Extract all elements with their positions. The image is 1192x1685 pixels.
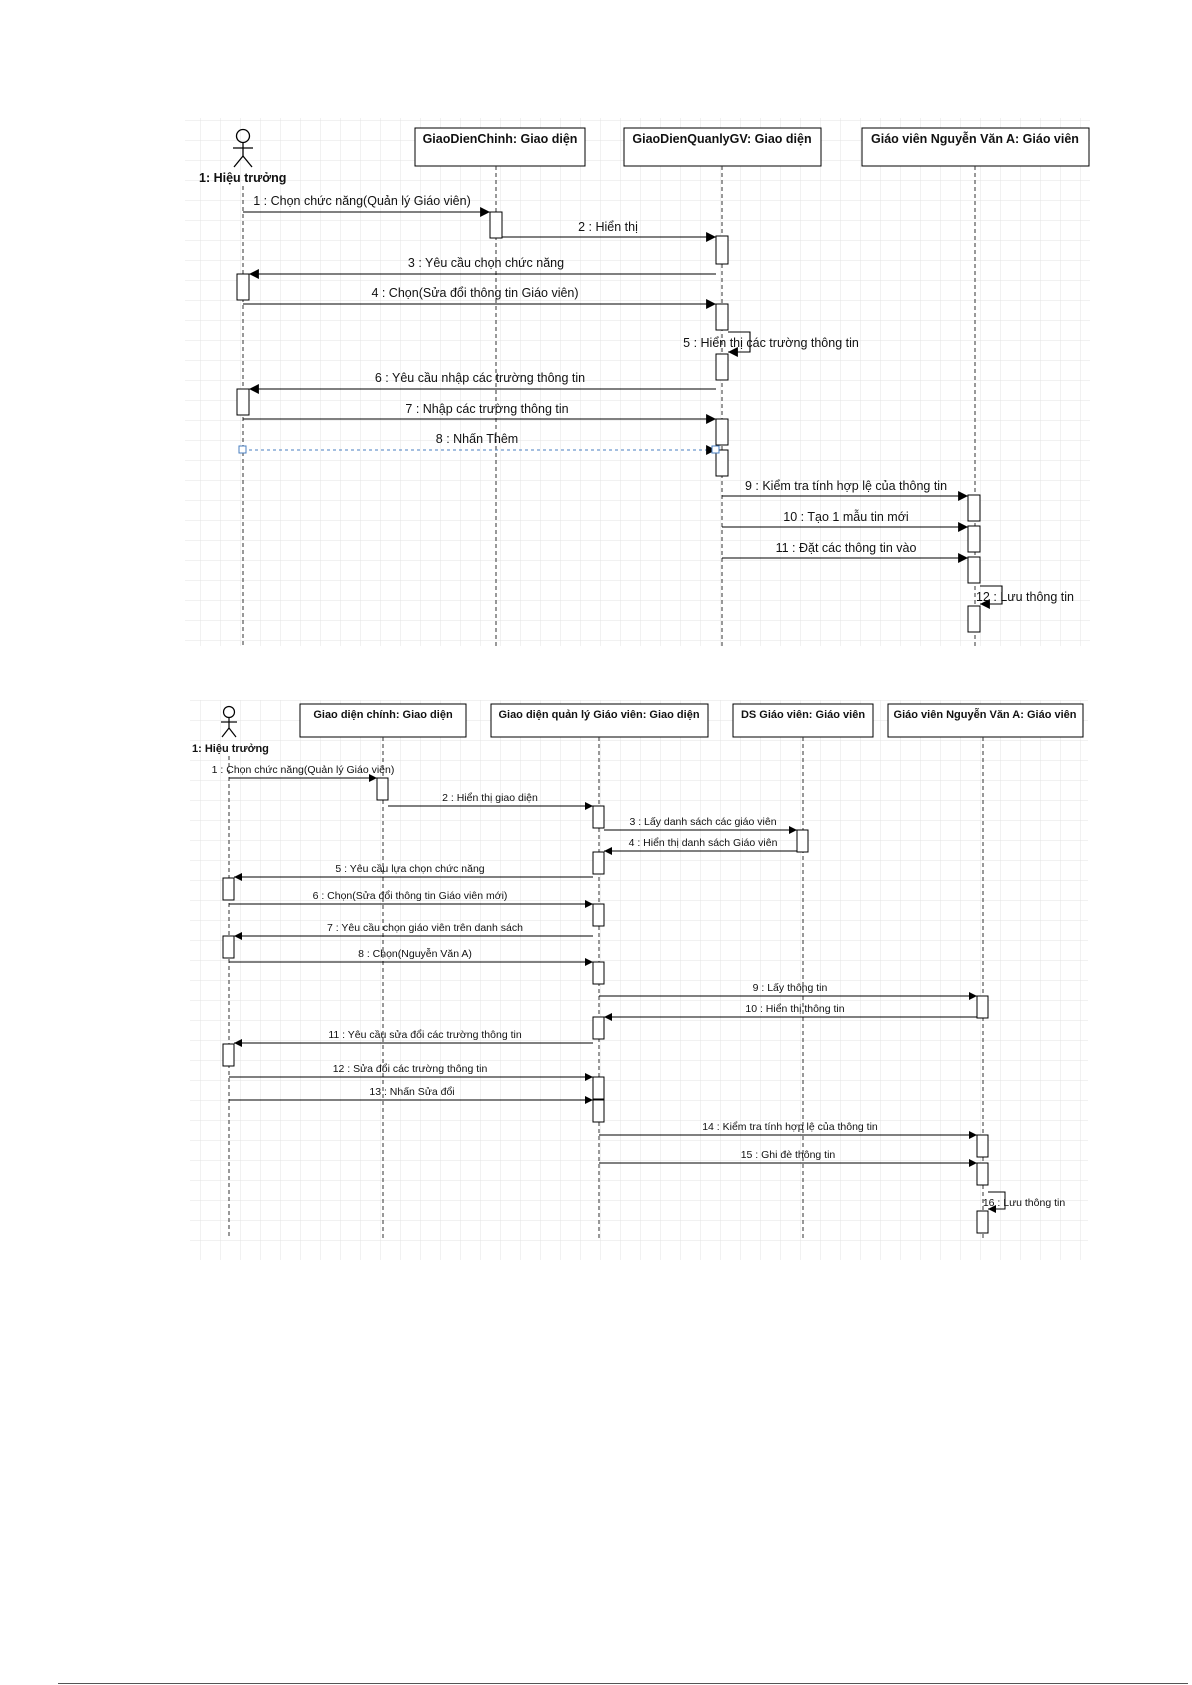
activation-bar [592,903,605,927]
message-label: 4 : Chọn(Sửa đổi thông tin Giáo viên) [371,286,578,300]
object-box-giao-dien-chinh: Giao diện chính: Giao diện [299,703,467,738]
activation-bar [967,605,981,633]
activation-bar [715,353,729,381]
page-footer-rule [58,1683,1188,1684]
message-label: 9 : Lấy thông tin [753,982,828,994]
activation-bar [976,995,989,1019]
message-label: 8 : Nhấn Thêm [436,432,518,446]
message-label: 7 : Nhập các trường thông tin [405,402,568,416]
object-label: GiaoDienQuanlyGV: Giao diện [632,132,811,146]
message-label: 14 : Kiểm tra tính hợp lệ của thông tin [702,1121,878,1133]
message-label: 3 : Yêu cầu chọn chức năng [408,256,564,270]
object-label: Giao diện quản lý Giáo viên: Giao diện [498,709,699,721]
message-label: 9 : Kiểm tra tính hợp lệ của thông tin [745,479,947,493]
object-box-giao-vien-nguyen-van-a: Giáo viên Nguyễn Văn A: Giáo viên [861,127,1090,167]
self-message-arrow [728,331,751,357]
message-label: 3 : Lấy danh sách các giáo viên [629,816,776,828]
object-box-giaodienchinh: GiaoDienChinh: Giao diện [414,127,586,167]
activation-bar [376,777,389,801]
message-label: 12 : Lưu thông tin [976,590,1074,604]
activation-bar [592,1076,605,1100]
message-label: 4 : Hiển thị danh sách Giáo viên [629,837,778,849]
activation-bar [592,1099,605,1123]
message-label: 6 : Yêu cầu nhập các trường thông tin [375,371,585,385]
message-label: 15 : Ghi đè thông tin [741,1149,836,1161]
activation-bar [715,418,729,446]
diagram-grid-background [190,700,1088,1260]
actor-label: 1: Hiệu trưởng [199,171,286,185]
object-box-giao-vien-nguyen-van-a: Giáo viên Nguyễn Văn A: Giáo viên [887,703,1084,738]
activation-bar [592,851,605,875]
activation-bar [967,525,981,553]
object-label: Giáo viên Nguyễn Văn A: Giáo viên [894,708,1077,721]
message-label: 5 : Yêu cầu lựa chọn chức năng [335,863,484,875]
actor-stick-figure-icon [233,128,253,168]
activation-bar [592,1016,605,1040]
message-label: 12 : Sửa đổi các trường thông tin [333,1063,488,1075]
activation-bar [967,494,981,522]
sequence-diagram-2: 1: Hiệu trưởng Giao diện chính: Giao diệ… [190,700,1088,1260]
activation-bar [976,1134,989,1158]
message-label: 16 : Lưu thông tin [983,1197,1065,1209]
activation-bar [222,1043,235,1067]
actor-stick-figure-icon [221,705,237,738]
message-label: 11 : Đặt các thông tin vào [776,541,917,555]
activation-bar [222,935,235,959]
activation-bar [222,877,235,901]
message-label: 1 : Chọn chức năng(Quản lý Giáo viên) [212,764,395,776]
message-label: 5 : Hiển thị các trường thông tin [683,336,859,350]
activation-bar [592,961,605,985]
selection-handle [238,445,247,454]
message-label: 11 : Yêu cầu sửa đổi các trường thông ti… [328,1029,521,1041]
message-label: 1 : Chọn chức năng(Quản lý Giáo viên) [253,194,471,208]
message-label: 7 : Yêu cầu chọn giáo viên trên danh sác… [327,922,523,934]
self-message-arrow [980,585,1003,609]
activation-bar [967,556,981,584]
activation-bar [489,211,503,239]
message-label: 8 : Chọn(Nguyễn Văn A) [358,947,472,960]
object-box-giao-dien-quan-ly: Giao diện quản lý Giáo viên: Giao diện [490,703,709,738]
actor-label: 1: Hiệu trưởng [192,743,269,755]
object-label: DS Giáo viên: Giáo viên [741,709,865,721]
activation-bar [592,805,605,829]
self-message-arrow [988,1191,1006,1213]
activation-bar [976,1162,989,1186]
message-label: 2 : Hiển thị giao diện [442,792,538,804]
activation-bar [236,273,250,301]
message-label: 10 : Hiển thị thông tin [745,1003,844,1015]
activation-bar [715,303,729,331]
message-label: 10 : Tạo 1 mẫu tin mới [783,509,908,524]
message-label: 6 : Chọn(Sửa đổi thông tin Giáo viên mới… [313,890,508,902]
object-box-ds-giao-vien: DS Giáo viên: Giáo viên [732,703,874,738]
message-label: 13 : Nhấn Sửa đổi [369,1086,454,1098]
activation-bar [796,829,809,853]
activation-bar [715,235,729,265]
sequence-diagram-1: 1: Hiệu trưởng GiaoDienChinh: Giao diện … [185,118,1090,646]
activation-bar [976,1210,989,1234]
message-label: 2 : Hiển thị [578,220,638,234]
object-box-giaodienquanlygv: GiaoDienQuanlyGV: Giao diện [623,127,822,167]
object-label: Giao diện chính: Giao diện [313,709,453,721]
object-label: Giáo viên Nguyễn Văn A: Giáo viên [871,131,1079,146]
activation-bar [236,388,250,416]
selection-handle [711,445,720,454]
object-label: GiaoDienChinh: Giao diện [423,132,578,146]
activation-bar [715,449,729,477]
